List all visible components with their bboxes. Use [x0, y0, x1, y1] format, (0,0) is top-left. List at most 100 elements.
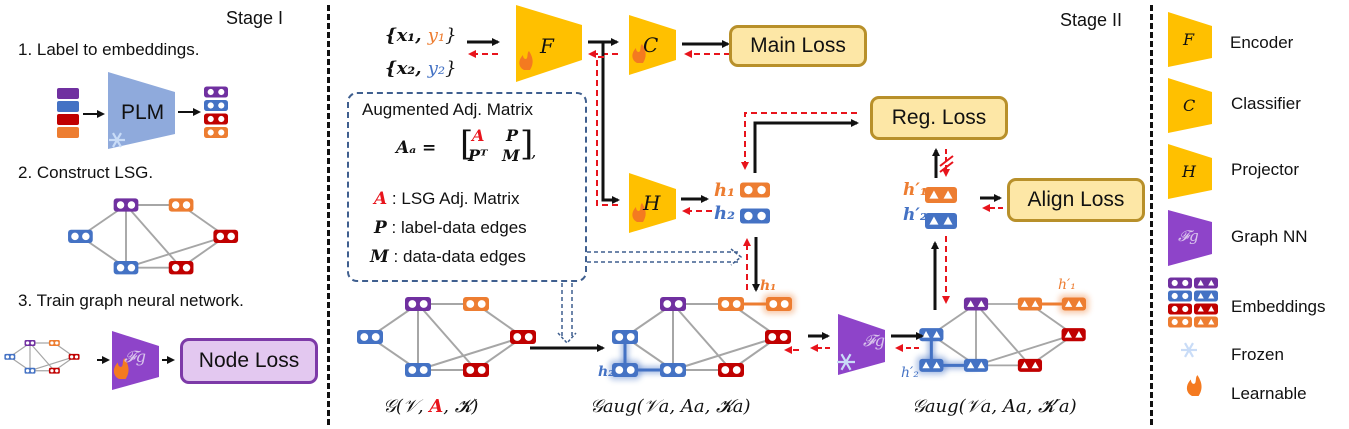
projector-label: H [643, 191, 661, 215]
legend-gnn-symbol: 𝓕g [1178, 227, 1199, 245]
node-red [68, 353, 80, 360]
node-orange [463, 297, 489, 311]
h2-label: h₂ [714, 203, 735, 224]
gnn-trapezoid-stage2 [838, 314, 885, 375]
matrix-bracket-left: [ [460, 124, 474, 164]
legend-embedding-dot [1168, 303, 1192, 315]
legend-projector-shape [1168, 144, 1212, 199]
stop-gradient-mark [939, 155, 954, 167]
graph-edge [975, 303, 1031, 366]
gnn-label-stage2: 𝓕g [863, 331, 886, 350]
node-red [718, 363, 744, 377]
stage1-step3-label: 3. Train graph neural network. [18, 291, 244, 310]
legend-encoder-label: Encoder [1230, 33, 1294, 52]
legend-gnn-shape [1168, 210, 1212, 266]
legend-projector-symbol: H [1182, 162, 1196, 181]
matrix-p: P [506, 126, 519, 145]
h2-prime-graph-label: h′₂ [901, 365, 919, 381]
matrix-m: M [502, 146, 520, 165]
legend-embedding-tri [1194, 277, 1218, 289]
node-red [463, 363, 489, 377]
h1-prime-node [1061, 297, 1087, 311]
legend-embedding-tri [1194, 316, 1218, 328]
node-blue [405, 363, 431, 377]
h1-prime-embedding [925, 187, 957, 203]
adj-legend-m: M : data-data edges [370, 247, 526, 267]
adj-formula-lhs: Aₐ = [396, 138, 437, 158]
gradient-projector-to-encoder [596, 56, 618, 206]
stage-divider-left [327, 5, 330, 425]
node-orange [168, 198, 194, 212]
graph-edge [672, 303, 732, 371]
augmented-graph [609, 294, 795, 380]
graph-caption-augmented: 𝒢aug(𝒱a, Aa, 𝓚a) [590, 396, 751, 417]
reg-loss-box: Reg. Loss [870, 96, 1008, 140]
flame-icon [632, 203, 646, 222]
node-red [765, 330, 791, 344]
flame-icons [113, 44, 1202, 396]
h2-prime-embedding [925, 213, 957, 229]
node-blue [612, 330, 638, 344]
graph-caption-augmented-prime: 𝒢aug(𝒱a, Aa, 𝓚′a) [912, 396, 1077, 417]
node-blue [963, 358, 989, 372]
h1-prime-label: h′₁ [903, 180, 928, 200]
matrix-p-transpose: Pᵀ [468, 146, 488, 165]
legend-encoder-symbol: F [1183, 30, 1195, 49]
graph-edge [975, 333, 1074, 367]
node-red [168, 261, 194, 275]
node-blue [919, 328, 944, 342]
graph-edge [125, 204, 182, 269]
node-orange [1017, 297, 1043, 311]
graph-caption-original: 𝒢(𝒱, A, 𝓚) [383, 396, 479, 417]
align-loss-box: Align Loss [1007, 178, 1145, 222]
graph-edge [125, 235, 227, 269]
legend-learnable-label: Learnable [1231, 384, 1307, 403]
node-loss-box: Node Loss [180, 338, 318, 384]
legend-classifier-symbol: C [1183, 96, 1196, 115]
encoder-label: F [540, 34, 554, 58]
adj-to-aug-graph-arrow [557, 283, 577, 345]
node-orange [718, 297, 744, 311]
h2-embedding [740, 208, 770, 224]
node-purple [660, 297, 686, 311]
flame-icon [113, 358, 129, 379]
legend-gnn-label: Graph NN [1231, 227, 1308, 246]
raw-label-stack [57, 88, 79, 138]
h2-graph-label: h₂ [598, 364, 615, 380]
label-embedding [204, 113, 228, 125]
stage1-step2-label: 2. Construct LSG. [18, 163, 154, 182]
node-blue [68, 229, 93, 243]
legend-frozen-label: Frozen [1231, 345, 1284, 364]
snowflake-icons [109, 132, 1197, 371]
h-prime-embeddings [925, 187, 957, 229]
lsg-graph [68, 198, 239, 275]
arrow-encoder-to-projector [601, 42, 620, 204]
node-red [1061, 328, 1086, 342]
legend-classifier-label: Classifier [1231, 94, 1301, 113]
label-embeddings-stack [204, 86, 228, 138]
adj-legend-a: A : LSG Adj. Matrix [374, 189, 520, 209]
label-embedding [204, 100, 228, 111]
h1-graph-label: h₁ [760, 278, 777, 294]
h2-node [612, 363, 638, 377]
lsg-graph-small [4, 340, 80, 374]
label-embedding [204, 86, 228, 98]
graph-edge [29, 342, 55, 372]
node-red [48, 367, 60, 374]
input-pair-2: {x₂, y₂} [385, 58, 457, 79]
h-embeddings [740, 182, 770, 224]
gnn-label-stage1: 𝓕g [124, 347, 147, 366]
h1-prime-graph-label: h′₁ [1058, 277, 1076, 293]
arrow-h-to-reg-loss [753, 119, 859, 173]
matrix-a: A [472, 126, 485, 145]
matrix-bracket-right: ] [520, 124, 534, 164]
node-red [1017, 358, 1043, 372]
node-purple [24, 340, 36, 346]
node-blue [660, 363, 686, 377]
legend-embedding-tri [1194, 303, 1218, 315]
stage1-step1-label: 1. Label to embeddings. [18, 40, 200, 59]
plm-label: PLM [121, 101, 165, 124]
gradient-reg-loss-to-h [741, 112, 857, 170]
flame-icon [519, 51, 533, 70]
original-lsg-graph [357, 297, 536, 377]
